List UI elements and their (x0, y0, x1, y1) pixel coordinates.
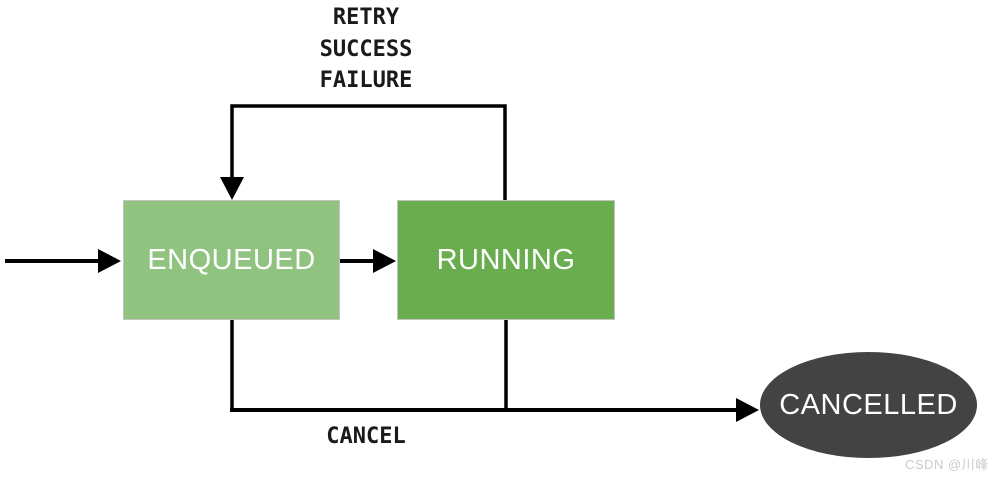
edge-label-retry: RETRY (332, 5, 400, 30)
edge-retry-loop-arrowhead-icon (220, 177, 244, 200)
node-cancelled: CANCELLED (760, 352, 977, 458)
node-running-label: RUNNING (436, 243, 576, 276)
edge-label-failure: FAILURE (319, 68, 413, 93)
node-enqueued-label: ENQUEUED (147, 243, 316, 276)
edge-entry-arrowhead-icon (98, 249, 121, 273)
node-enqueued: ENQUEUED (123, 200, 340, 320)
loop-labels: RETRY SUCCESS FAILURE (251, 2, 481, 97)
watermark: CSDN @川峰 (905, 457, 989, 472)
edge-label-success: SUCCESS (319, 36, 413, 62)
edge-label-cancel: CANCEL (326, 424, 406, 449)
node-cancelled-label: CANCELLED (779, 388, 958, 421)
edge-enqueued-running-arrowhead-icon (373, 249, 396, 273)
edge-retry-loop-line (230, 104, 507, 200)
edge-cancel-arrowhead-icon (736, 398, 759, 422)
node-running: RUNNING (397, 200, 615, 320)
